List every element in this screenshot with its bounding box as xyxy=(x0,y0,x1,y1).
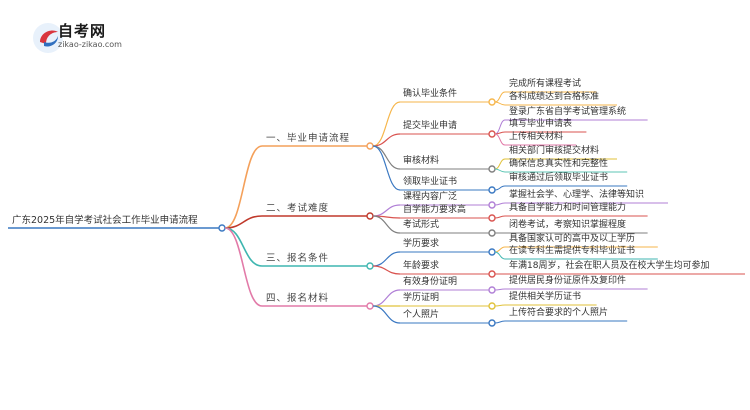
connector-line xyxy=(494,168,506,173)
collapse-toggle[interactable] xyxy=(366,212,374,220)
connector-line xyxy=(372,265,401,275)
collapse-toggle[interactable] xyxy=(488,270,496,278)
leaf-node[interactable]: 登录广东省自学考试管理系统 xyxy=(509,107,627,117)
leaf-node[interactable]: 具备国家认可的高中及以上学历 xyxy=(509,234,636,244)
leaf-node[interactable]: 审核通过后领取毕业证书 xyxy=(509,173,609,183)
connector-line xyxy=(494,288,506,291)
connector-line xyxy=(224,215,263,229)
collapse-toggle[interactable] xyxy=(488,248,496,256)
collapse-toggle[interactable] xyxy=(488,130,496,138)
leaf-node[interactable]: 上传符合要求的个人照片 xyxy=(509,308,609,318)
connector-line xyxy=(224,227,263,307)
topic-node[interactable]: 年龄要求 xyxy=(403,261,440,271)
connector-line xyxy=(494,91,506,103)
collapse-toggle[interactable] xyxy=(366,142,374,150)
collapse-toggle[interactable] xyxy=(366,262,374,270)
connector-line xyxy=(494,251,506,260)
connector-line xyxy=(494,215,506,219)
root-node[interactable]: 广东2025年自学考试社会工作毕业申请流程 xyxy=(12,215,198,226)
connector-line xyxy=(372,133,401,147)
leaf-node[interactable]: 闭卷考试，考察知识掌握程度 xyxy=(509,220,627,230)
leaf-node[interactable]: 在读专科生需提供专科毕业证书 xyxy=(509,246,636,256)
logo-subtitle: zikao-zikao.com xyxy=(58,40,122,49)
collapse-toggle[interactable] xyxy=(488,186,496,194)
topic-node[interactable]: 个人照片 xyxy=(403,310,440,320)
collapse-toggle[interactable] xyxy=(488,229,496,237)
site-logo[interactable] xyxy=(22,18,142,58)
connector-line xyxy=(372,145,401,191)
branch-node[interactable]: 四、报名材料 xyxy=(266,293,330,304)
connector-line xyxy=(372,305,401,324)
leaf-node[interactable]: 提供相关学历证书 xyxy=(509,292,582,302)
connector-line xyxy=(372,145,401,170)
topic-node[interactable]: 课程内容广泛 xyxy=(403,192,458,202)
connector-line xyxy=(494,185,506,191)
topic-node[interactable]: 考试形式 xyxy=(403,220,440,230)
connector-line xyxy=(494,133,506,146)
collapse-toggle[interactable] xyxy=(366,302,374,310)
leaf-node[interactable]: 各科成绩达到合格标准 xyxy=(509,92,600,102)
topic-node[interactable]: 学历证明 xyxy=(403,293,440,303)
topic-node[interactable]: 有效身份证明 xyxy=(403,277,458,287)
leaf-node[interactable]: 相关部门审核提交材料 xyxy=(509,146,600,156)
connector-line xyxy=(372,204,401,217)
leaf-node[interactable]: 上传相关材料 xyxy=(509,132,564,142)
connector-line xyxy=(224,227,263,267)
collapse-toggle[interactable] xyxy=(218,224,226,232)
connector-line xyxy=(494,246,506,253)
leaf-node[interactable]: 掌握社会学、心理学、法律等知识 xyxy=(509,190,645,200)
connector-line xyxy=(224,145,263,229)
connector-line xyxy=(372,215,401,234)
leaf-node[interactable]: 填写毕业申请表 xyxy=(509,119,573,129)
topic-node[interactable]: 领取毕业证书 xyxy=(403,177,458,187)
connector-line xyxy=(494,158,506,170)
connector-line xyxy=(494,101,506,106)
topic-node[interactable]: 自学能力要求高 xyxy=(403,205,467,215)
logo-title: 自考网 xyxy=(58,22,107,40)
branch-node[interactable]: 三、报名条件 xyxy=(266,253,330,264)
zikao-logo-icon xyxy=(33,23,63,53)
connector-line xyxy=(494,304,506,307)
connector-line xyxy=(494,320,506,324)
leaf-node[interactable]: 确保信息真实性和完整性 xyxy=(509,159,609,169)
branch-node[interactable]: 二、考试难度 xyxy=(266,203,330,214)
topic-node[interactable]: 确认毕业条件 xyxy=(403,89,458,99)
leaf-node[interactable]: 提供居民身份证原件及复印件 xyxy=(509,276,627,286)
topic-node[interactable]: 学历要求 xyxy=(403,239,440,249)
collapse-toggle[interactable] xyxy=(488,165,496,173)
connector-line xyxy=(372,289,401,307)
leaf-node[interactable]: 年满18周岁，社会在职人员及在校大学生均可参加 xyxy=(509,261,710,271)
leaf-node[interactable]: 完成所有课程考试 xyxy=(509,79,582,89)
collapse-toggle[interactable] xyxy=(488,214,496,222)
collapse-toggle[interactable] xyxy=(488,302,496,310)
topic-node[interactable]: 提交毕业申请 xyxy=(403,121,458,131)
leaf-node[interactable]: 具备自学能力和时间管理能力 xyxy=(509,203,627,213)
collapse-toggle[interactable] xyxy=(488,201,496,209)
connector-line xyxy=(372,101,401,147)
topic-node[interactable]: 审核材料 xyxy=(403,156,440,166)
connector-line xyxy=(494,202,506,206)
collapse-toggle[interactable] xyxy=(488,98,496,106)
collapse-toggle[interactable] xyxy=(488,286,496,294)
connector-line xyxy=(372,251,401,267)
collapse-toggle[interactable] xyxy=(488,319,496,327)
branch-node[interactable]: 一、毕业申请流程 xyxy=(266,133,351,144)
